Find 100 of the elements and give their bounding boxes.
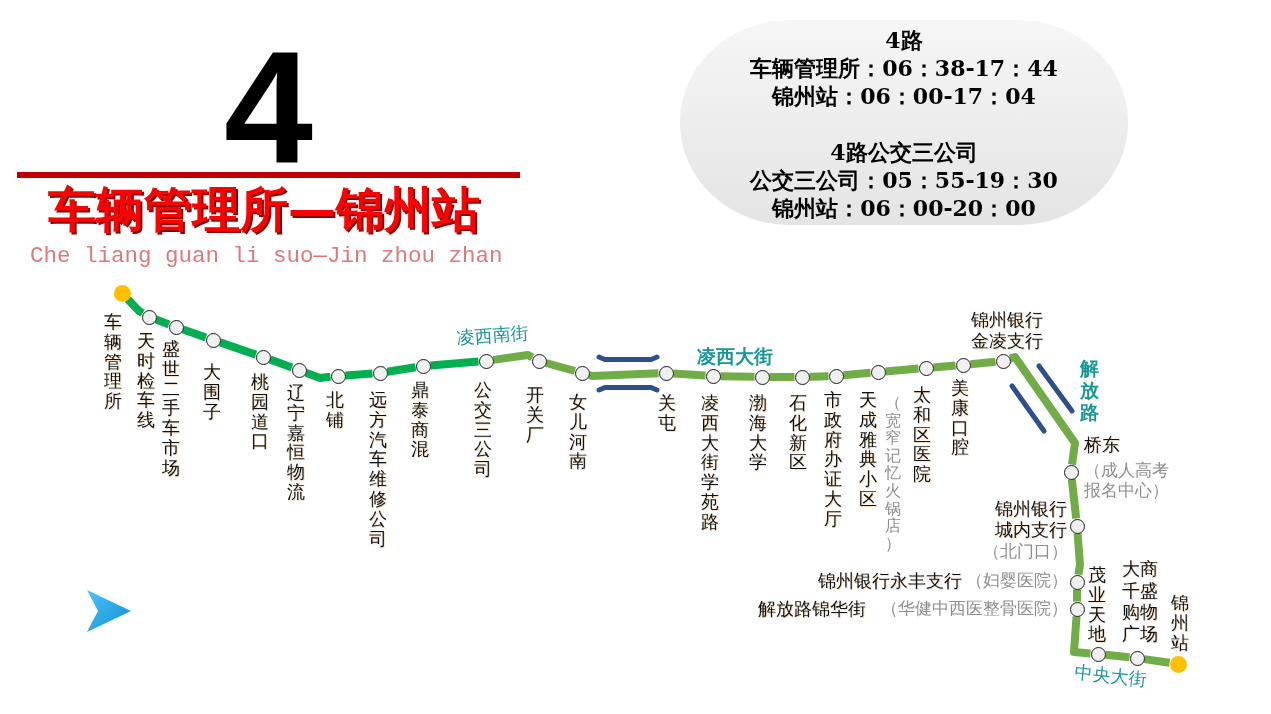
schedule-text: 4路公交三公司	[830, 138, 978, 166]
bus-stop-circle	[372, 365, 388, 381]
schedule-text: 4路	[885, 26, 923, 54]
bus-stop-circle	[995, 353, 1011, 369]
bus-stop-circle	[658, 365, 674, 381]
route-line	[386, 363, 417, 376]
route-line	[843, 368, 871, 380]
route-line	[970, 357, 996, 369]
bus-stop-circle	[918, 360, 934, 376]
stop-name: 锦州银行金凌支行	[971, 310, 1043, 352]
bus-stop-circle	[574, 365, 590, 381]
route-line	[720, 372, 755, 381]
stop-name: 辽宁嘉恒物流	[287, 383, 305, 502]
route-line	[1073, 589, 1081, 602]
route-line	[769, 373, 795, 381]
stop-name: 开关厂	[526, 385, 544, 445]
stop-name: 大围子	[203, 362, 221, 422]
route-line	[181, 325, 208, 342]
route-line	[430, 357, 479, 370]
bus-stop-circle	[205, 332, 221, 348]
route-line	[1073, 533, 1084, 576]
route-line	[1143, 655, 1171, 667]
terminal-stop-dot	[113, 284, 131, 302]
stop-name: 天成雅典小区	[859, 390, 877, 509]
stop-name: 锦州银行城内支行	[995, 499, 1067, 541]
bus-stop-circle	[955, 357, 971, 373]
route-line	[1067, 479, 1081, 519]
bus-stop-circle	[1069, 601, 1085, 617]
stop-name: 关屯	[658, 393, 676, 433]
route-number: 4	[224, 47, 313, 167]
route-line	[124, 296, 145, 317]
street-name: 解放路	[1080, 358, 1099, 424]
bus-stop-circle	[794, 369, 810, 385]
schedule-text: 车辆管理所：06：38-17：44	[750, 54, 1058, 82]
route-line	[492, 351, 535, 364]
route-line	[304, 368, 331, 382]
bus-stop-circle	[870, 364, 886, 380]
bus-stop-circle	[255, 349, 271, 365]
stop-name: 公交三公司	[474, 380, 492, 479]
route-line	[268, 355, 294, 372]
terminal-stop-dot	[1169, 655, 1187, 673]
bus-stop-circle	[415, 358, 431, 374]
bus-stop-circle	[754, 369, 770, 385]
stop-name: 大商千盛购物广场	[1122, 558, 1158, 645]
schedule-text: 锦州站：06：00-17：04	[772, 82, 1036, 110]
route-line	[673, 369, 706, 380]
route-line	[885, 364, 919, 376]
route-line	[1070, 616, 1091, 658]
schedule-text: 锦州站：06：00-20：00	[772, 194, 1036, 222]
stop-name: 远方汽车维修公司	[369, 390, 387, 549]
bus-stop-circle	[478, 353, 494, 369]
route-line	[345, 369, 373, 380]
stop-name: 茂业天地	[1088, 565, 1106, 645]
bus-stop-circle	[1069, 518, 1085, 534]
bus-stop-circle	[291, 362, 307, 378]
bus-stop-circle	[1129, 650, 1145, 666]
bus-stop-circle	[1063, 464, 1079, 480]
route-line	[545, 359, 576, 375]
stop-name: 北铺	[326, 390, 344, 430]
stop-name: 锦州站	[1171, 593, 1189, 653]
bus-stop-circle	[1069, 574, 1085, 590]
stop-name: 盛世二手车市场	[162, 339, 180, 478]
stop-note: （北门口）	[983, 542, 1068, 562]
stop-note: （妇婴医院）	[966, 571, 1068, 591]
route-line	[1105, 650, 1130, 662]
route-title: 车辆管理所—锦州站	[48, 184, 480, 235]
stop-name: 天时检车线	[137, 331, 155, 430]
stop-name: 凌西大街学苑路	[701, 393, 719, 532]
route-line	[588, 369, 659, 380]
stop-name: 桃园道口	[251, 372, 269, 452]
street-name: 中央大街	[1073, 661, 1148, 691]
bus-stop-circle	[168, 319, 184, 335]
stop-name: 女儿河南	[569, 392, 587, 472]
stop-note: （成人高考报名中心）	[1084, 461, 1169, 501]
stop-name: 美康口腔	[951, 378, 969, 458]
street-name: 凌西南街	[456, 322, 530, 349]
stop-name: 渤海大学	[749, 393, 767, 473]
stop-name: 鼎泰商混	[411, 380, 429, 460]
bus-stop-circle	[705, 368, 721, 384]
stop-note: （宽窄记忆火锅店）	[885, 394, 901, 553]
street-name: 凌西大街	[697, 345, 773, 368]
stop-note: （华健中西医整骨医院）	[881, 599, 1068, 619]
bus-stop-circle	[531, 353, 547, 369]
route-line	[809, 372, 829, 381]
schedule-text: 公交三公司：05：55-19：30	[750, 166, 1058, 194]
stop-name: 石化新区	[789, 393, 807, 473]
route-line	[933, 361, 956, 372]
route-line	[218, 338, 258, 359]
bus-stop-circle	[1090, 646, 1106, 662]
route-pinyin: Che liang guan li suo—Jin zhou zhan	[30, 243, 503, 270]
bus-stop-circle	[828, 368, 844, 384]
stop-name: 市政府办证大厅	[824, 390, 842, 529]
bus-stop-circle	[330, 368, 346, 384]
route-line	[154, 315, 171, 329]
stop-name: 车辆管理所	[104, 312, 122, 411]
stop-name: 解放路锦华街	[758, 599, 866, 620]
route-line	[1008, 353, 1079, 466]
stop-name: 桥东	[1084, 435, 1120, 456]
stop-name: 锦州银行永丰支行	[818, 571, 962, 592]
stop-name: 太和区医院	[913, 385, 931, 484]
